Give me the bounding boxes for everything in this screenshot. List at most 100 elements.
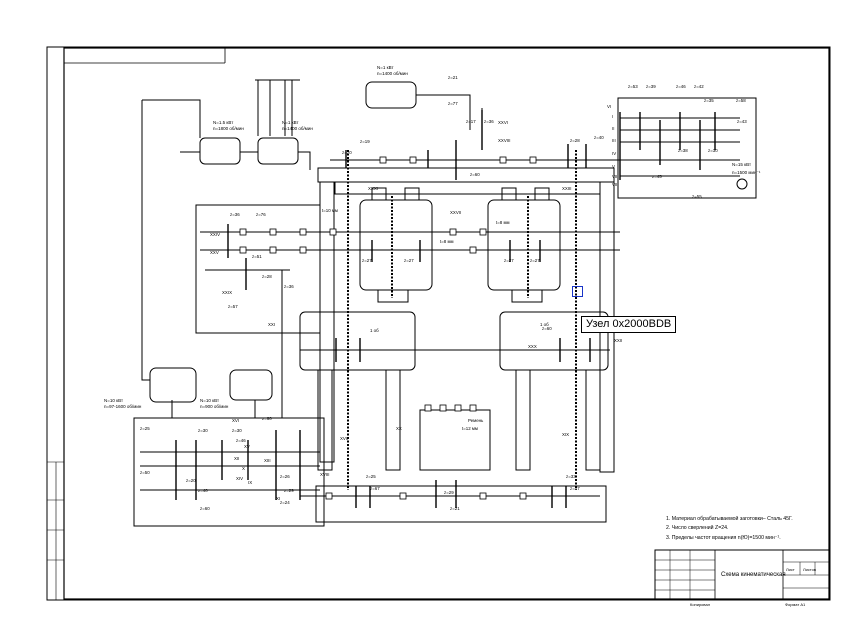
shaft-label: IV [612,151,616,156]
gear-label: z=51 [252,254,262,259]
gear-label: z=21 [448,75,458,80]
gear-label: z=21 [450,506,460,511]
gear-label: z=30 [232,428,242,433]
misc-label: 1 об [370,328,379,333]
gear-label: z=27 [504,258,514,263]
gear-label: z=19 [360,139,370,144]
gear-label: z=29 [284,488,294,493]
title-block-format: Формат А1 [785,602,806,607]
shaft-label: XVIII [320,472,330,477]
gear-symbols [175,110,716,508]
shaft-label: XIII [264,458,271,463]
motor-2-label: N=1.5 кВт [213,120,233,125]
gear-labels: z=21 z=77 z=36 z=17 z=60 z=19 z=20 z=28 … [140,75,747,511]
motor-2 [199,137,241,165]
shaft-label: XXVIII [498,138,510,143]
misc-label: Ремень [468,418,484,423]
gear-label: z=53 [628,84,638,89]
gear-label: z=24 [280,500,290,505]
shaft-label: XVI [232,418,239,423]
shaft-label: XXI [268,322,275,327]
gear-label: z=30 [708,148,718,153]
sheet-frame [46,46,831,601]
gear-label: z=40 [594,135,604,140]
shaft-label: XXII [614,338,622,343]
spindle-shafts [347,150,577,490]
shaft-label: XXIV [210,232,220,237]
motor-3-label: N=1 кВт [282,120,299,125]
gear-label: z=60 [542,326,552,331]
gear-label: z=47 [570,486,580,491]
shaft-label: XV [244,444,250,449]
shaft-label: XXIII [562,186,572,191]
shaft-label: III [612,138,616,143]
title-block-name: Схема кинематическая [721,572,786,578]
motor-5-label: N=10 кВт [104,398,123,403]
gear-label: z=50 [140,470,150,475]
motor-4 [149,367,197,403]
gear-label: z=25 [366,474,376,479]
shaft-label: XX [396,426,402,431]
gear-label: z=30 [198,428,208,433]
gear-label: z=60 [262,416,272,421]
motor-1 [365,81,417,109]
shaft-label: V [612,164,615,169]
node-tooltip: Узел 0x2000BDB [581,316,677,333]
title-block-copied: Копировал [690,602,711,607]
note-2: 2. Число сверлений Z=24. [666,524,728,531]
gear-label: z=77 [448,101,458,106]
shaft-label: XXVI [498,120,508,125]
misc-labels: t=10 мм t=8 мм t=8 мм t=12 мм 1 об 1 об … [322,208,549,431]
shaft-label: I [612,114,613,119]
gear-label: z=60 [200,506,210,511]
gear-label: z=42 [694,84,704,89]
gear-label: z=57 [228,304,238,309]
misc-label: t=10 мм [322,208,338,213]
motor-symbols [149,81,748,403]
gear-label: z=40 [198,488,208,493]
motor-5-speed: n=97-1600 об/мин [104,404,142,409]
gear-label: z=20 [342,150,352,155]
gear-label: z=27 [404,258,414,263]
gear-label: z=35 [704,98,714,103]
gear-label: z=58 [736,98,746,103]
motor-1-label: N=1 кВт [377,65,394,70]
gear-label: z=33 [566,474,576,479]
shaft-label: VIII [612,182,619,187]
shaft-label: XXX [528,344,537,349]
gear-label: z=28 [262,274,272,279]
gear-label: z=20 [186,478,196,483]
misc-label: t=12 мм [462,426,478,431]
gear-label: z=17 [466,119,476,124]
shaft-label: XIV [236,476,243,481]
gear-label: z=26 [280,474,290,479]
misc-label: t=8 мм [440,239,453,244]
gear-label: z=28 [570,138,580,143]
shaft-label: XVII [340,436,348,441]
gear-label: z=36 [284,284,294,289]
motor-6 [736,178,748,190]
gear-label: z=55 [692,194,702,199]
motor-6-label: N=10 кВт [200,398,219,403]
gear-label: z=45 [652,174,662,179]
shaft-label: VII [612,174,617,179]
shaft-label: XXIX [222,290,232,295]
motor-3-speed: n=1400 об/мин [282,126,313,131]
gear-label: z=27 [530,258,540,263]
shaft-label: IX [248,480,252,485]
shaft-label: XXVII [450,210,461,215]
motor-1-speed: n=1400 об/мин [377,71,408,76]
gear-label: z=43 [737,119,747,124]
motor-2-speed: n=1800 об/мин [213,126,244,131]
gear-label: z=36 [484,119,494,124]
motor-4-speed: n=1500 мин⁻¹ [732,170,761,175]
gear-label: z=46 [236,438,246,443]
machine-bodies [133,97,757,527]
motor-6-speed: n=900 об/мин [200,404,229,409]
title-block-sheets: Листов [803,567,816,572]
shaft-label: XIX [562,432,569,437]
motor-3 [257,137,299,165]
misc-label: t=8 мм [496,220,509,225]
gear-label: z=67 [370,486,380,491]
gear-label: z=60 [470,172,480,177]
